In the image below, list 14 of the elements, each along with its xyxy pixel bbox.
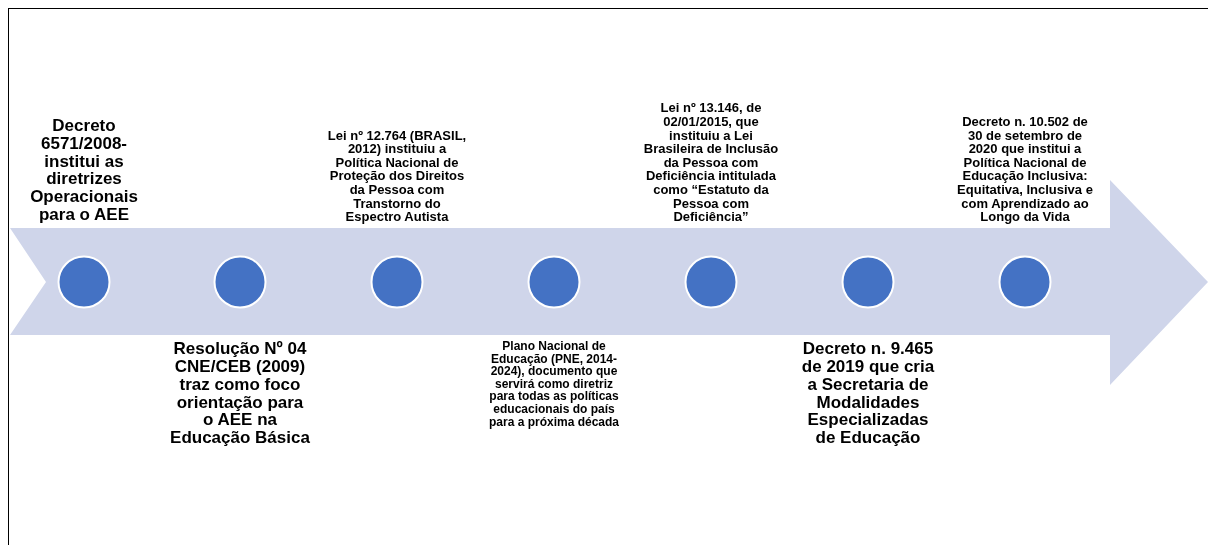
- timeline-dot: [370, 255, 424, 309]
- milestone-text: Decreto 6571/2008- institui as diretrizes Operacionais para o AEE: [29, 116, 139, 224]
- milestone-text: Plano Nacional de Educação (PNE, 2014-2024), documento que servirá como diretriz para todas as políticas educacionais do país para a próxima década: [487, 340, 621, 429]
- milestone-text: Lei nº 12.764 (BRASIL, 2012) instituiu a Política Nacional de Proteção dos Direitos da Pessoa com Transtorno do Espectro Autista: [327, 128, 467, 224]
- timeline-dot: [841, 255, 895, 309]
- timeline-dot: [527, 255, 581, 309]
- timeline-dot: [684, 255, 738, 309]
- timeline-dot: [57, 255, 111, 309]
- milestone-text: Decreto n. 9.465 de 2019 que cria a Secretaria de Modalidades Especializadas de Educação: [800, 340, 936, 448]
- milestone-text: Lei nº 13.146, de 02/01/2015, que instituiu a Lei Brasileira de Inclusão da Pessoa com Deficiência intitulada como “Estatuto da Pessoa com Deficiência”: [642, 101, 780, 224]
- timeline-dot: [213, 255, 267, 309]
- milestone-text: Decreto n. 10.502 de 30 de setembro de 2020 que institui a Política Nacional de Educação Inclusiva: Equitativa, Inclusiva e com Aprendizado ao Longo da Vida: [956, 114, 1094, 224]
- milestone-text: Resolução Nº 04 CNE/CEB (2009) traz como foco orientação para o AEE na Educação Básica: [170, 340, 310, 448]
- timeline-dot: [998, 255, 1052, 309]
